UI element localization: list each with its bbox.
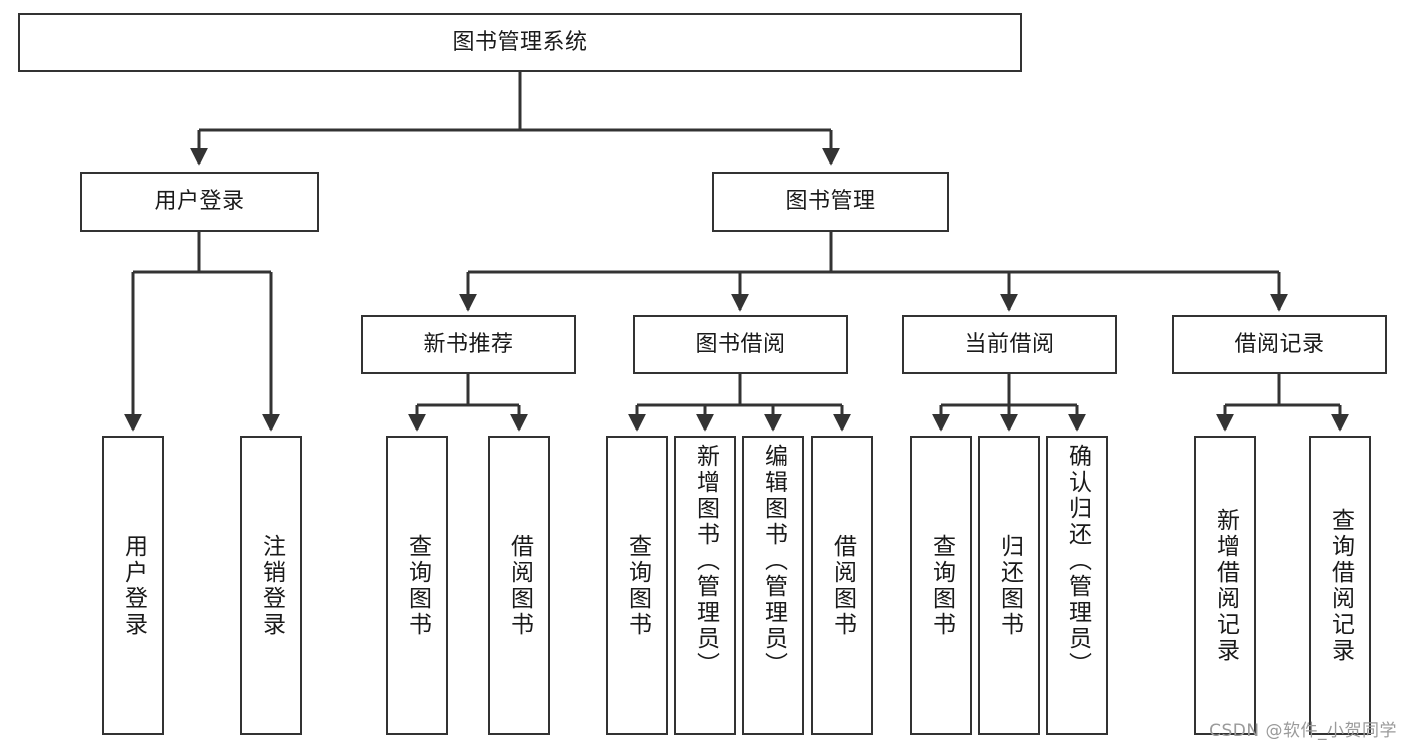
node-label: 用户登录 [154, 189, 245, 215]
node-new-book-recommend[interactable]: 新书推荐 [361, 315, 576, 374]
node-book-borrow[interactable]: 图书借阅 [633, 315, 848, 374]
node-label: 新增借阅记录 [1212, 507, 1239, 664]
node-label: 查询图书 [928, 533, 955, 638]
node-borrow-record[interactable]: 借阅记录 [1172, 315, 1387, 374]
leaf-edit-book-admin[interactable]: 编辑图书（管理员） [742, 436, 804, 735]
node-label: 借阅图书 [506, 533, 533, 638]
node-label: 新书推荐 [423, 331, 514, 357]
leaf-query-book-recommend[interactable]: 查询图书 [386, 436, 448, 735]
node-current-borrow[interactable]: 当前借阅 [902, 315, 1117, 374]
node-label: 新增图书（管理员） [692, 444, 719, 678]
node-label: 查询图书 [404, 533, 431, 638]
csdn-watermark: CSDN @软件_小贺同学 [1209, 721, 1397, 741]
leaf-borrow-book[interactable]: 借阅图书 [811, 436, 873, 735]
leaf-borrow-book-recommend[interactable]: 借阅图书 [488, 436, 550, 735]
leaf-query-borrow-record[interactable]: 查询借阅记录 [1309, 436, 1371, 735]
leaf-return-book[interactable]: 归还图书 [978, 436, 1040, 735]
leaf-user-login[interactable]: 用户登录 [102, 436, 164, 735]
node-label: 归还图书 [996, 533, 1023, 638]
node-label: 用户登录 [120, 533, 147, 638]
leaf-query-book-current[interactable]: 查询图书 [910, 436, 972, 735]
leaf-query-book-borrow[interactable]: 查询图书 [606, 436, 668, 735]
node-label: 查询借阅记录 [1327, 507, 1354, 664]
node-label: 注销登录 [258, 533, 285, 638]
node-label: 图书借阅 [695, 331, 786, 357]
node-user-login[interactable]: 用户登录 [80, 172, 319, 232]
node-label: 编辑图书（管理员） [760, 444, 787, 678]
leaf-add-book-admin[interactable]: 新增图书（管理员） [674, 436, 736, 735]
node-root-book-management-system[interactable]: 图书管理系统 [18, 13, 1022, 72]
leaf-confirm-return-admin[interactable]: 确认归还（管理员） [1046, 436, 1108, 735]
node-label: 当前借阅 [964, 331, 1055, 357]
node-label: 借阅图书 [829, 533, 856, 638]
node-label: 查询图书 [624, 533, 651, 638]
node-book-management[interactable]: 图书管理 [712, 172, 949, 232]
node-label: 图书管理 [785, 189, 876, 215]
leaf-logout[interactable]: 注销登录 [240, 436, 302, 735]
node-label: 图书管理系统 [452, 29, 588, 55]
node-label: 借阅记录 [1234, 331, 1325, 357]
node-label: 确认归还（管理员） [1064, 444, 1091, 678]
leaf-add-borrow-record[interactable]: 新增借阅记录 [1194, 436, 1256, 735]
